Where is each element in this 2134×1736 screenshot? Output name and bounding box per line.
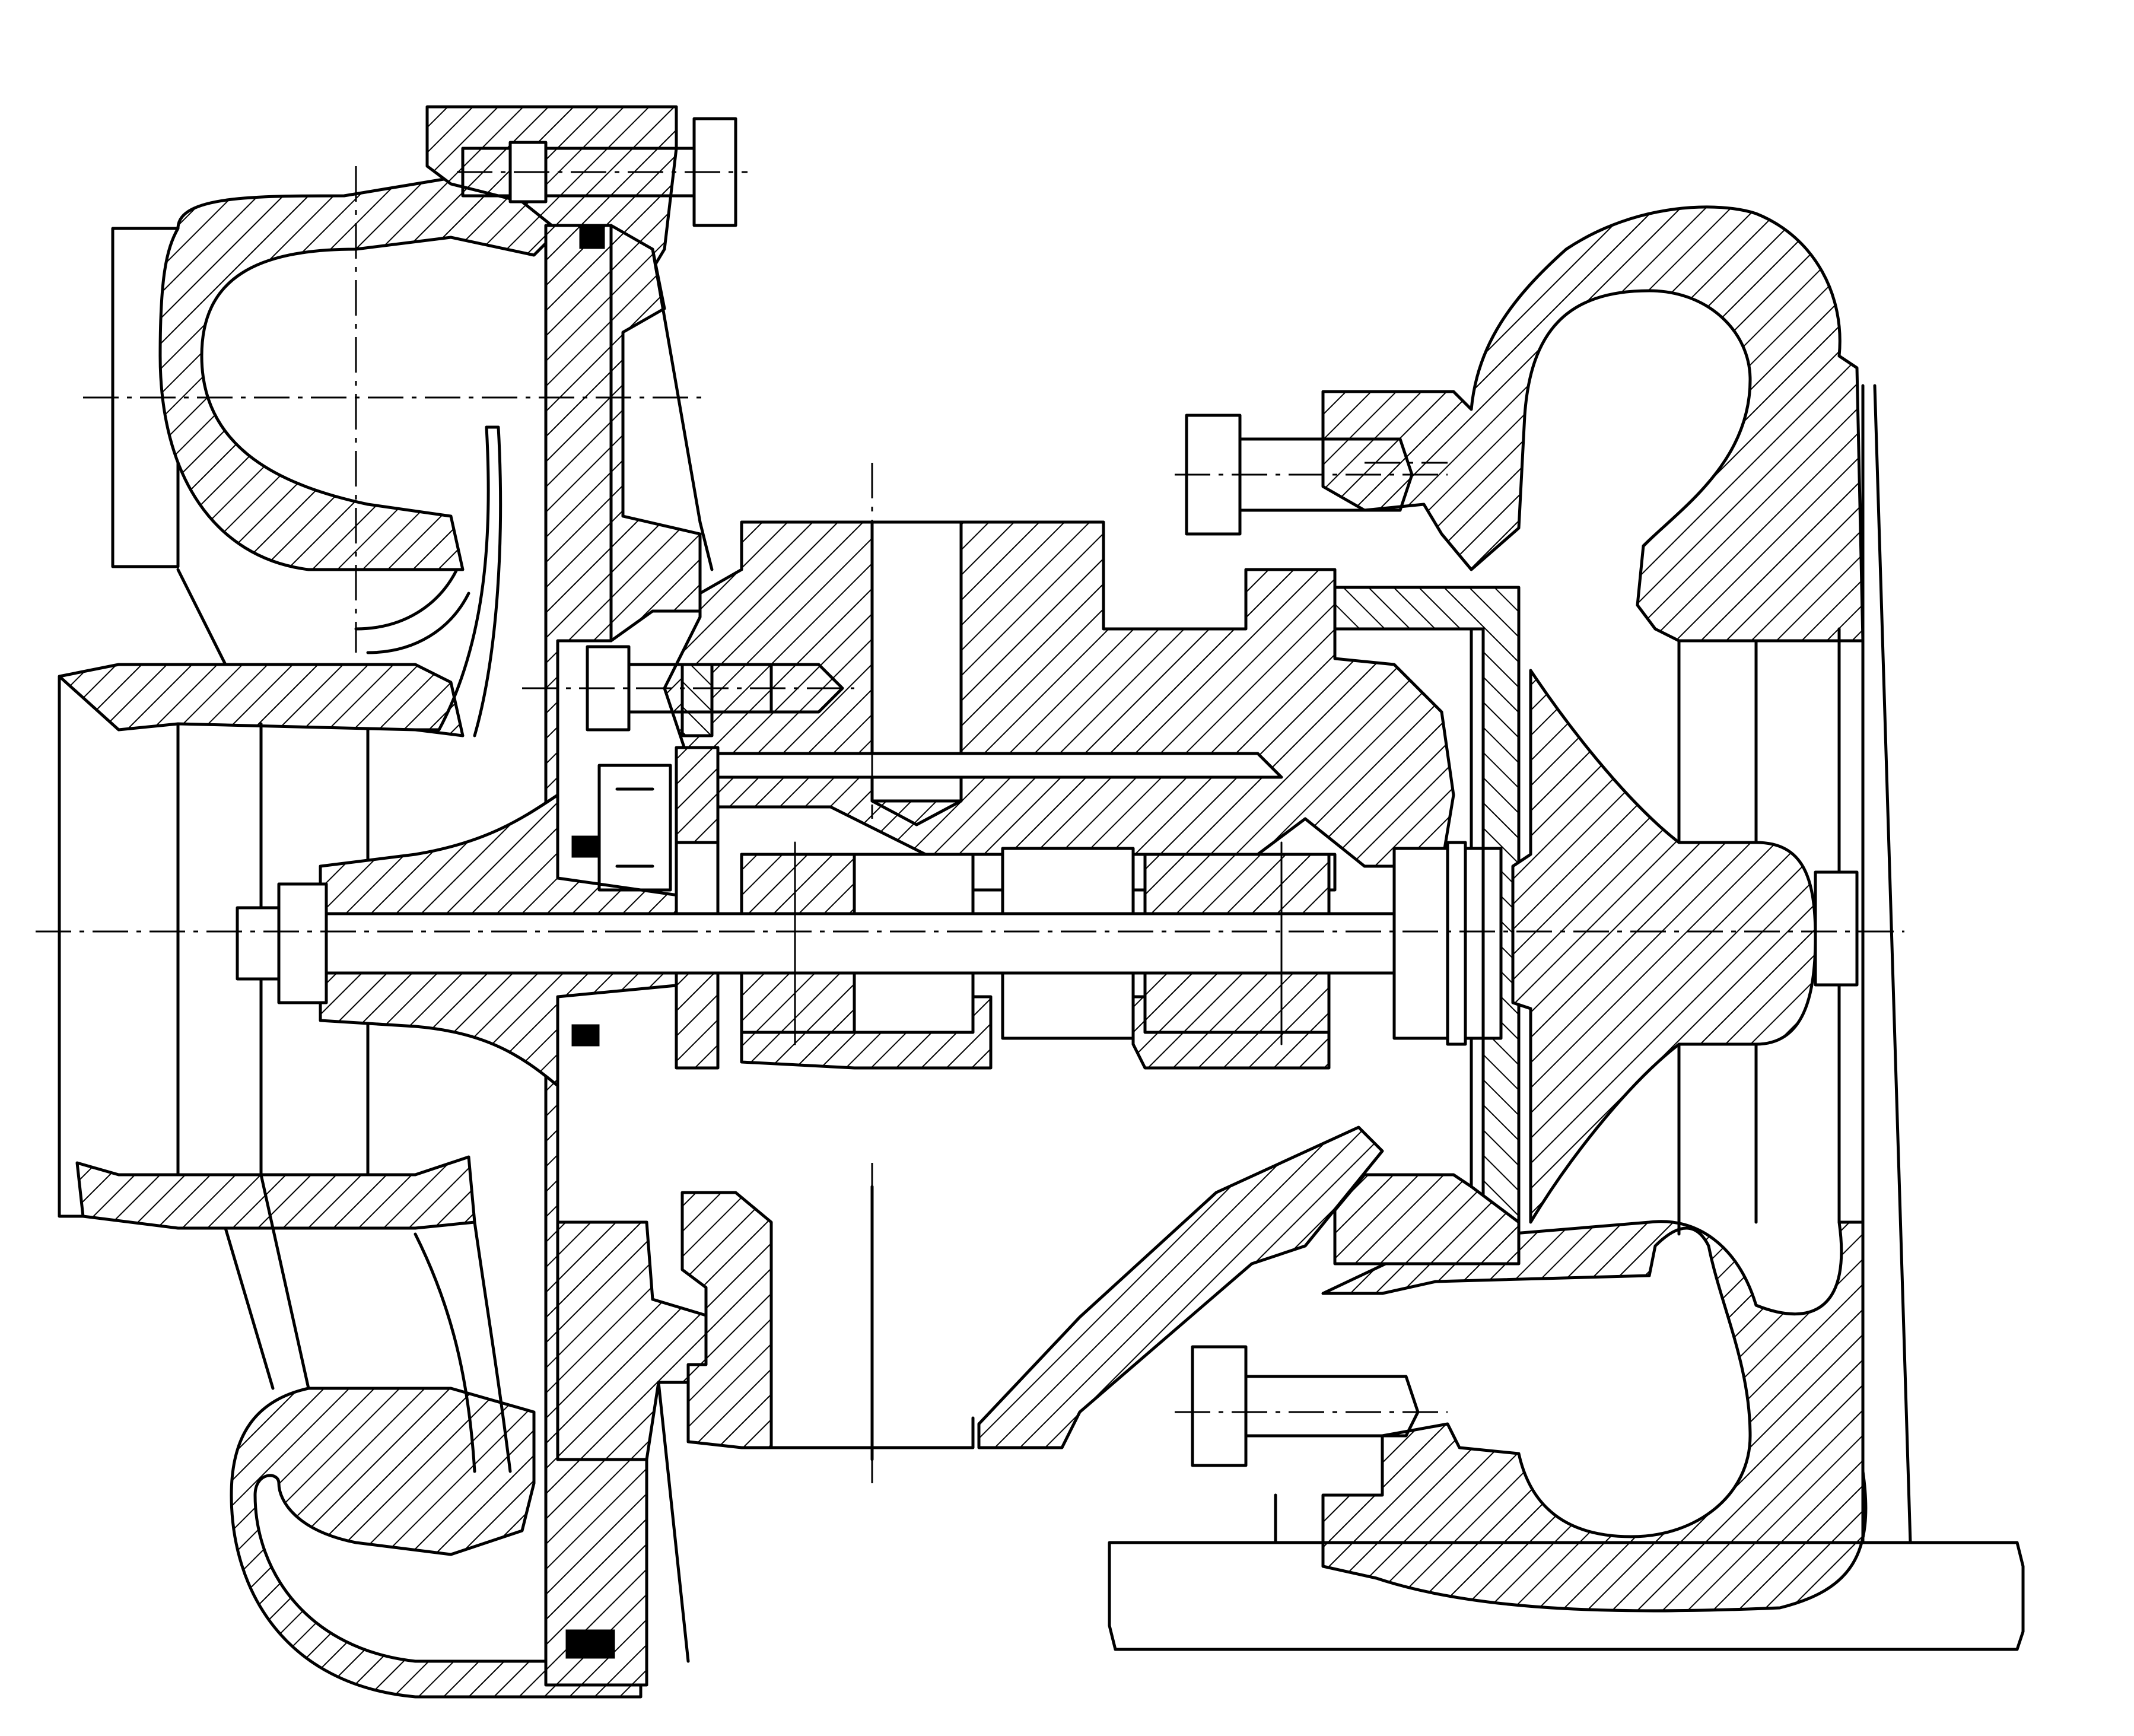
turbine-shaft xyxy=(325,841,1503,1046)
turbine-wheel xyxy=(1511,669,1859,1224)
top-flange-bolt xyxy=(457,117,748,227)
compressor-nut xyxy=(277,882,328,1004)
o-ring-seal-lower xyxy=(571,1024,600,1047)
compressor-nut-end xyxy=(236,906,281,981)
o-ring-seal-upper xyxy=(571,835,600,858)
backplate-inner-bolt xyxy=(522,645,854,732)
turbine-flange-bolt-top xyxy=(1175,414,1448,536)
turbine-flange-bolt-bottom xyxy=(1175,1345,1448,1467)
o-ring-top xyxy=(579,227,605,249)
compressor-backplate xyxy=(544,224,714,1687)
journal-bearing-right xyxy=(1001,841,1331,1045)
turbine-shaft-nut xyxy=(1814,870,1859,987)
turbine-housing xyxy=(1108,205,2025,1651)
journal-bearing-left xyxy=(740,841,975,1045)
piston-ring xyxy=(1446,841,1467,1046)
o-ring-bottom xyxy=(565,1629,615,1659)
centre-lines xyxy=(36,166,1904,933)
